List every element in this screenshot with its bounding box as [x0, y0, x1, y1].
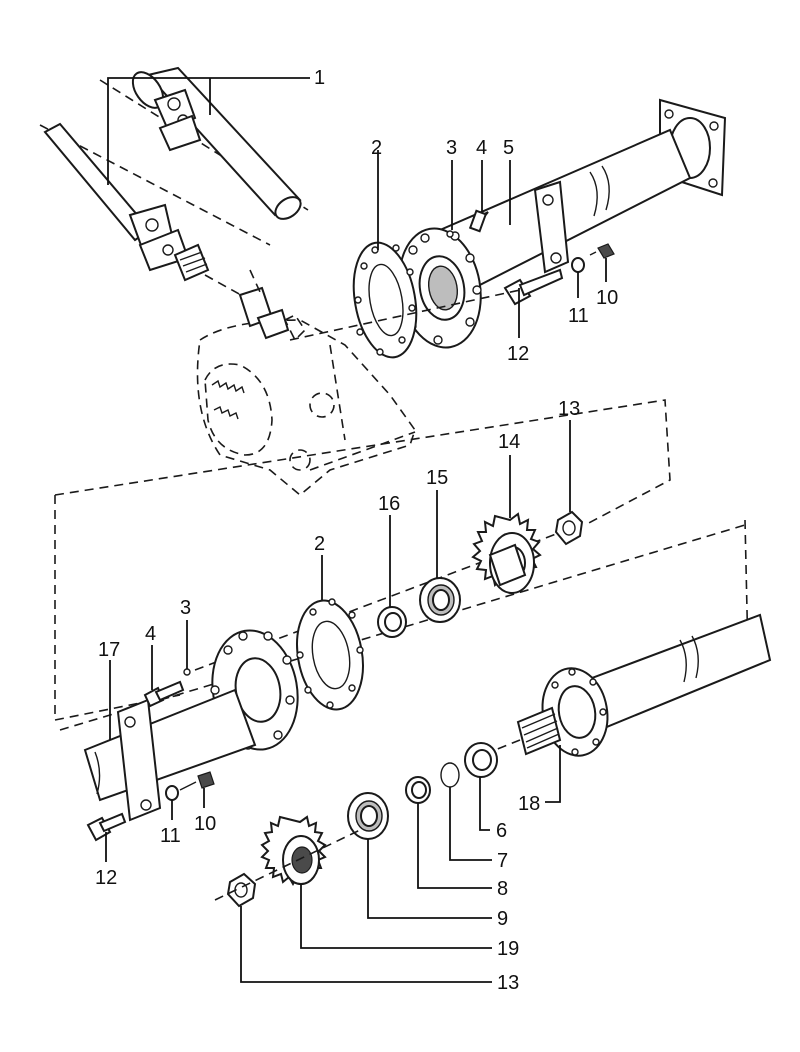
callout-12-top: 12	[507, 343, 529, 365]
callout-12-bot: 12	[95, 867, 117, 889]
callout-9: 9	[497, 908, 508, 930]
callout-10-top: 10	[596, 287, 618, 309]
callout-2-mid: 2	[314, 533, 325, 555]
callout-18: 18	[518, 793, 540, 815]
middle-axle-assembly	[54, 399, 749, 842]
callout-13-bot: 13	[497, 972, 519, 994]
sprocket-14	[471, 512, 542, 594]
callout-3-top: 3	[446, 137, 457, 159]
axle-shaft-bottom	[214, 613, 772, 908]
callout-1: 1	[314, 67, 325, 89]
callout-8: 8	[497, 878, 508, 900]
callout-15: 15	[426, 467, 448, 489]
callout-4-top: 4	[476, 137, 487, 159]
callout-3-mid: 3	[180, 597, 191, 619]
callout-13-top: 13	[558, 398, 580, 420]
callout-16: 16	[378, 493, 400, 515]
leader-lines	[105, 77, 607, 983]
transfer-case-housing	[196, 269, 416, 497]
callout-17: 17	[98, 639, 120, 661]
callout-4-mid: 4	[145, 623, 156, 645]
callout-10-bot: 10	[194, 813, 216, 835]
drive-shaft-assembly	[39, 66, 309, 301]
callout-5: 5	[503, 137, 514, 159]
sprocket-19	[260, 815, 327, 887]
callout-2-top: 2	[371, 137, 382, 159]
callout-6: 6	[496, 820, 507, 842]
callout-14: 14	[498, 431, 520, 453]
callout-11-top: 11	[568, 305, 589, 327]
axle-housing-top	[289, 98, 727, 359]
callout-19: 19	[497, 938, 519, 960]
callout-labels: 1 2 3 4 5 10 11 12 13 14 15 16 2 3 4 17 …	[95, 67, 618, 994]
callout-7: 7	[497, 850, 508, 872]
callout-11-bot: 11	[160, 825, 181, 847]
